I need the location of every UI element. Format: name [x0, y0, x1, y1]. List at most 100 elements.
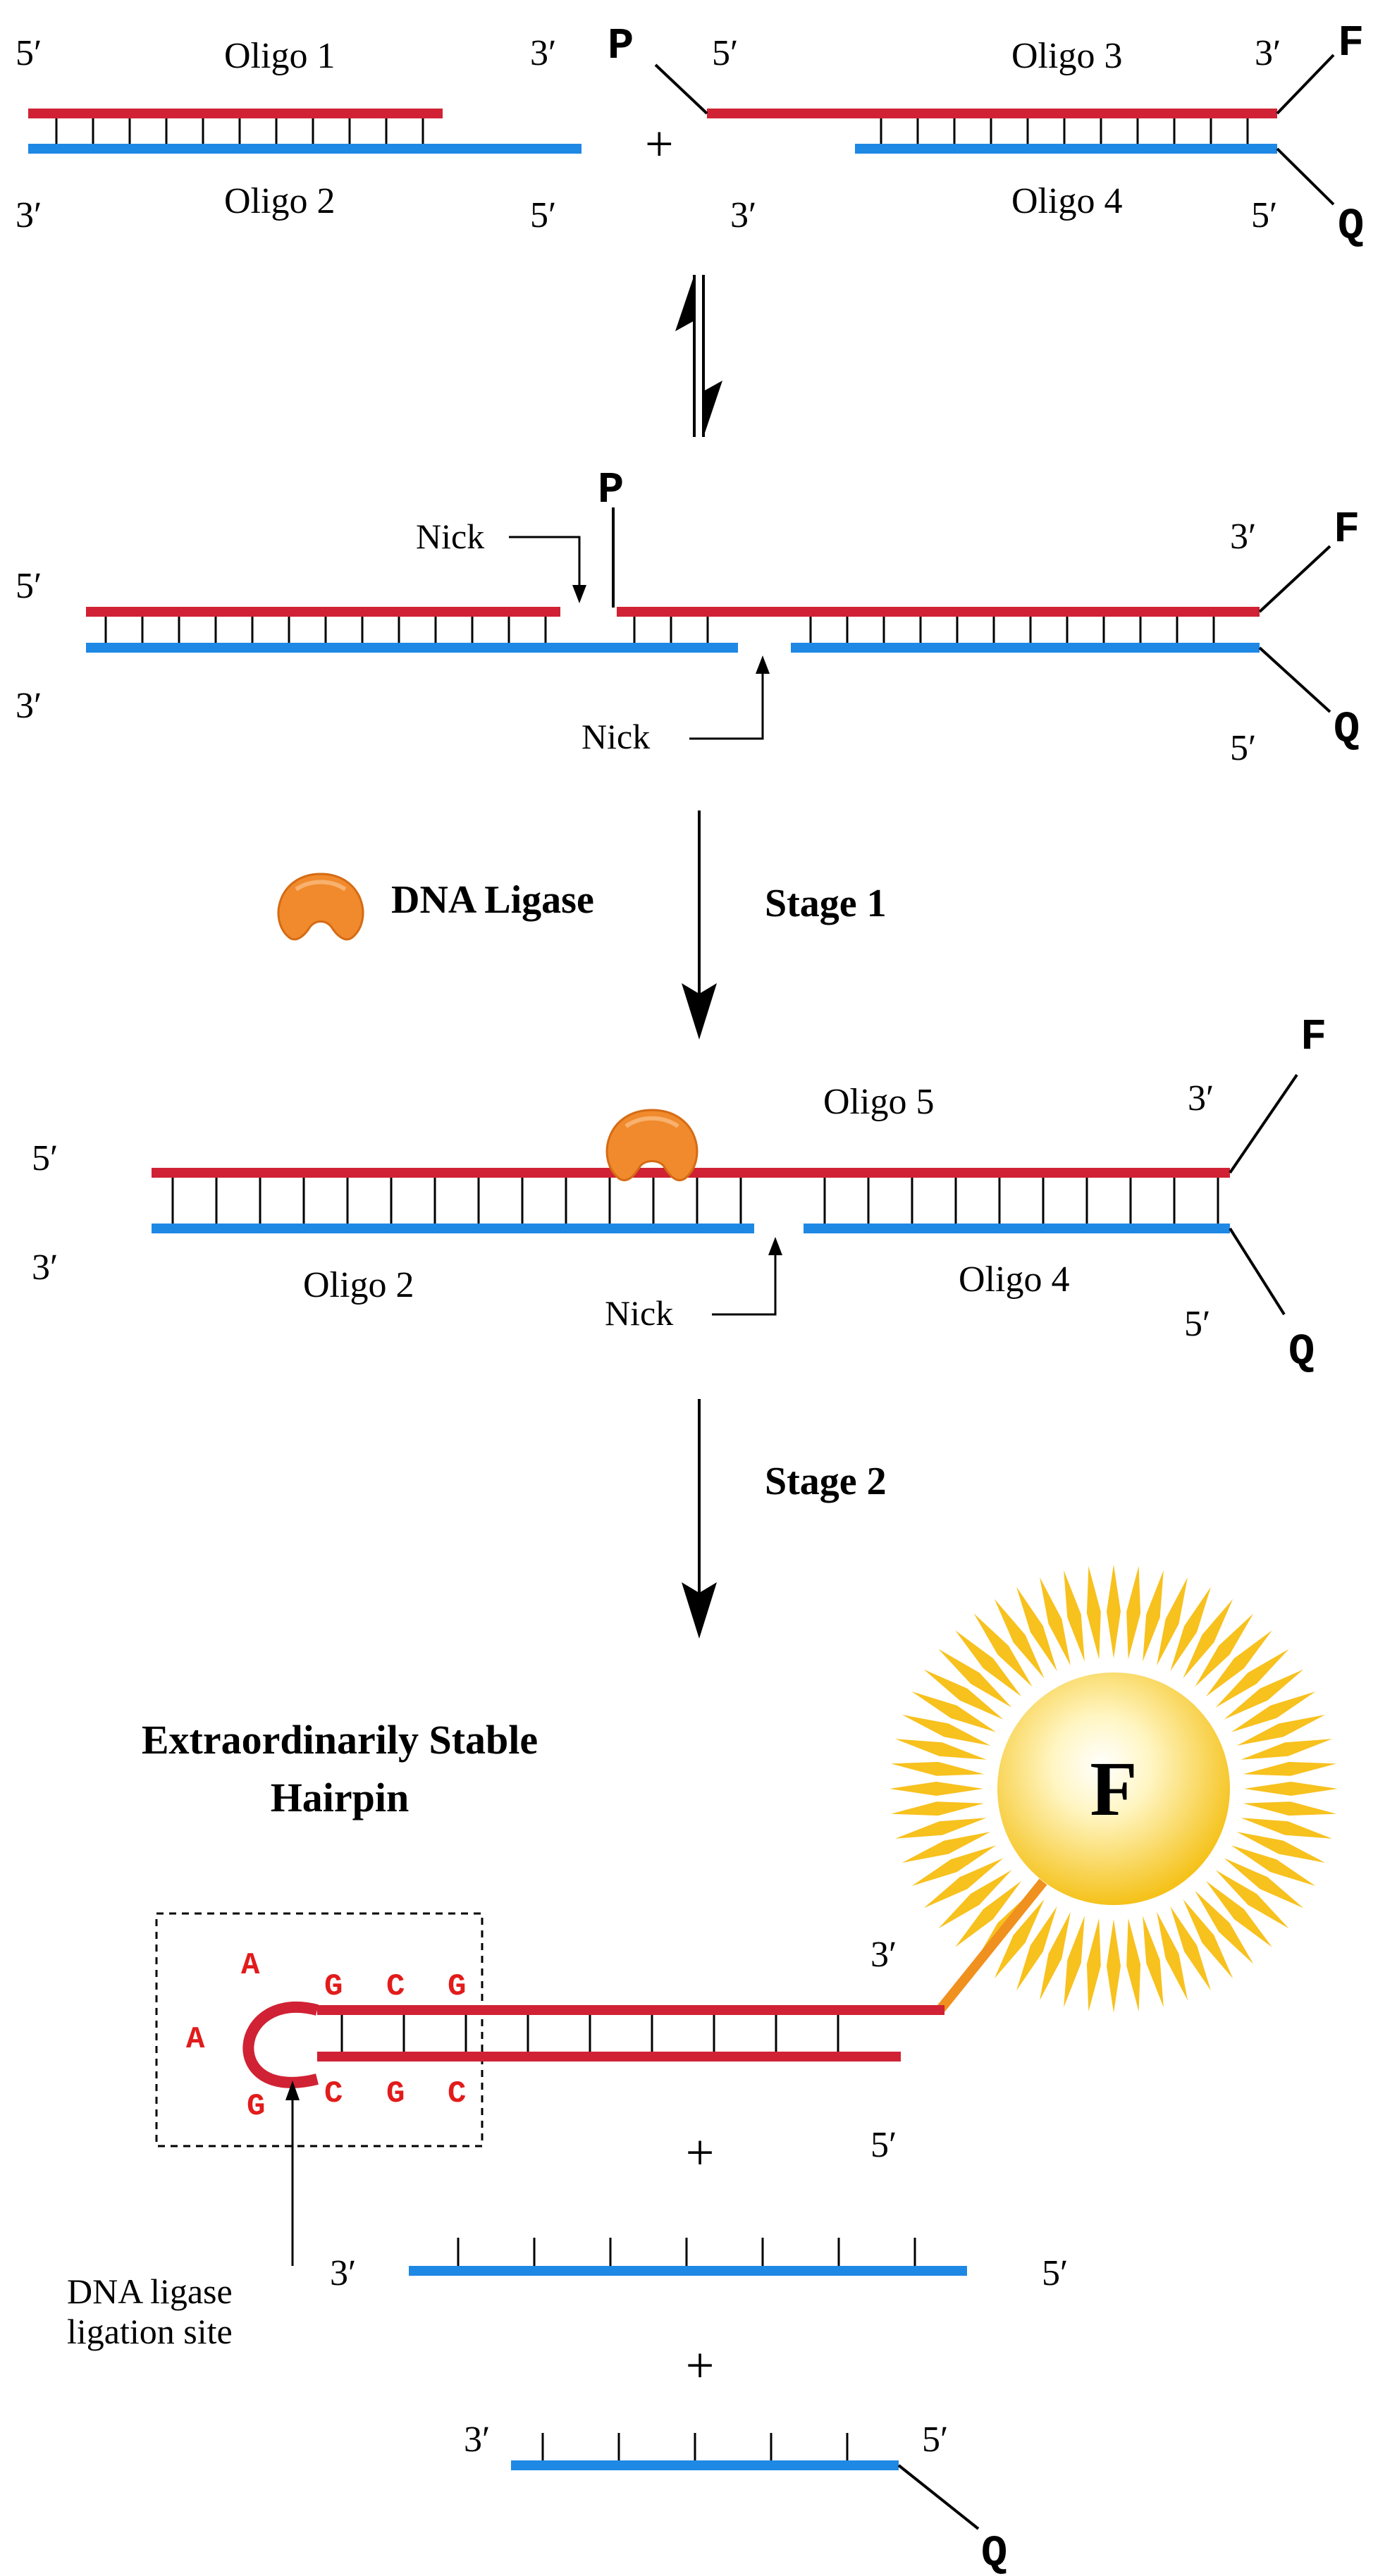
stem-bottom-base-2: G [386, 2076, 405, 2112]
complex-right-3prime: 3′ [1230, 517, 1256, 557]
complex-fluor-label: F [1334, 505, 1360, 555]
fluorescence-rays [890, 1565, 1338, 2013]
ligated-nick-pointer [712, 1251, 777, 1316]
panel-hairpin-result: Extraordinarily Stable Hairpin F A A G G… [67, 1565, 1338, 2576]
ligated-nick-label: Nick [605, 1293, 673, 1333]
stem-top-base-1: G [324, 1969, 343, 2004]
fluorescence-ray [1040, 1911, 1071, 2001]
fluorescence-ray [901, 1832, 991, 1863]
fluorophore-linker [937, 1878, 1047, 2012]
oligo3-3prime: 3′ [1255, 33, 1281, 73]
ligated-fluor-link [1229, 1073, 1298, 1174]
ligated-right-3prime: 3′ [1188, 1078, 1214, 1118]
hairpin-title-line1: Extraordinarily Stable [142, 1717, 538, 1763]
quencher-label: Q [1338, 202, 1364, 252]
nick-top-arrowhead [572, 585, 586, 603]
oligo1-label: Oligo 1 [224, 36, 335, 76]
fluorescence-ray [1016, 1586, 1057, 1672]
nick-bottom-label: Nick [581, 717, 650, 756]
fluorescence-ray [1205, 1880, 1272, 1947]
fluorescence-ray [1086, 1918, 1101, 2011]
fluorophore-sun [997, 1672, 1230, 1905]
complex-fluor-link [1258, 545, 1331, 613]
fluorescence-ray [1195, 1890, 1254, 1964]
ligated-oligo4-label: Oligo 4 [959, 1259, 1069, 1300]
plus-sign-2: + [686, 2337, 715, 2393]
ligated-quencher-link [1229, 1227, 1286, 1316]
fluorescence-ray [1215, 1648, 1289, 1708]
ligated-fluor-label: F [1300, 1012, 1327, 1062]
panel-annealed-complex: 5′ 3′ Nick P Nick 3′ 5′ F Q [16, 465, 1360, 768]
fluorescence-ray [1157, 1577, 1188, 1666]
fluorescence-ray [994, 1899, 1045, 1979]
fluorescence-ray [1064, 1570, 1085, 1662]
annealed-base-pairs [104, 615, 1215, 644]
oligo2-5prime: 5′ [530, 195, 556, 235]
ligase-bound-icon [605, 1109, 698, 1182]
left-duplex-base-pairs [55, 117, 424, 145]
fluorescence-ray [955, 1630, 1022, 1697]
stem-top-base-2: C [386, 1969, 405, 2004]
fluorescence-ray [891, 1761, 985, 1776]
stage2-label: Stage 2 [765, 1460, 887, 1503]
ligated-nick-arrowhead [768, 1237, 782, 1255]
fluorescence-ray [1040, 1577, 1071, 1666]
fluorescence-ray [923, 1669, 1004, 1720]
nick-top-pointer [509, 536, 581, 591]
fluorescence-ray [1195, 1613, 1254, 1687]
fluorescence-ray [890, 1782, 983, 1796]
fluorescence-ray [938, 1648, 1012, 1708]
ligated-quencher-label: Q [1288, 1327, 1315, 1377]
strand1-3prime: 3′ [330, 2253, 356, 2293]
fluorescence-ray [1224, 1669, 1304, 1720]
fluorescence-ray [1107, 1565, 1121, 1658]
oligo3-5prime: 5′ [712, 33, 738, 73]
hairpin-loop [242, 2001, 319, 2088]
fluorophore-big-label: F [1090, 1746, 1137, 1832]
ligation-site-label-1: DNA ligase [67, 2272, 233, 2311]
fluorescence-ray [1107, 1919, 1121, 2013]
hairpin-title-line2: Hairpin [271, 1775, 410, 1820]
fluorescence-ray [1236, 1715, 1326, 1746]
fluorescence-ray [1205, 1630, 1272, 1697]
ligation-site-box [155, 1912, 484, 2147]
fluorescence-ray [1241, 1818, 1332, 1839]
fluorescence-ray [1143, 1570, 1164, 1662]
quencher-link [1276, 147, 1335, 206]
plus-sign-1: + [686, 2124, 715, 2181]
fluorescence-ray [1231, 1691, 1316, 1732]
fluorescence-ray [973, 1613, 1033, 1687]
fluorescence-ray [955, 1880, 1022, 1947]
strand2-3prime: 3′ [464, 2420, 490, 2460]
plus-sign: + [645, 116, 674, 172]
fluorescence-ray [901, 1715, 991, 1746]
fluorescence-ray [1241, 1739, 1332, 1760]
ligation-site-label-2: ligation site [67, 2312, 233, 2351]
fluorescence-ray [895, 1818, 987, 1839]
loop-base-1: A [241, 1948, 260, 1983]
released-strand2-bases [541, 2433, 849, 2461]
complex-right-5prime: 5′ [1230, 728, 1256, 768]
oligo4-3prime: 3′ [730, 195, 756, 235]
strand1-5prime: 5′ [1042, 2253, 1068, 2293]
fluorescence-ray [1016, 1906, 1057, 1991]
fluorophore-label: F [1338, 18, 1364, 68]
panel-ligated-oligo5: 5′ 3′ Oligo 5 Oligo 2 Oligo 4 Nick 3′ 5′… [32, 1012, 1327, 1377]
ligated-3prime: 3′ [32, 1247, 58, 1288]
ligation-site-arrowhead [285, 2081, 300, 2100]
ligase-icon [277, 873, 364, 941]
panel-oligo-pairs: 5′ Oligo 1 3′ 3′ Oligo 2 5′ + P 5′ Oligo… [16, 18, 1364, 252]
fluorescence-ray [895, 1739, 987, 1760]
ligated-5prime: 5′ [32, 1138, 58, 1178]
fluorescence-ray [1244, 1782, 1338, 1796]
hairpin-5prime: 5′ [870, 2125, 897, 2165]
fluorescence-ray [1064, 1916, 1085, 2007]
oligo1-5prime: 5′ [16, 33, 42, 73]
fluorescence-ray [1231, 1845, 1316, 1886]
fluorescence-ray [1170, 1586, 1211, 1672]
strand2-quencher-label: Q [981, 2529, 1007, 2576]
nick-bottom-pointer [689, 670, 764, 740]
phosphate-label: P [608, 21, 634, 71]
equilibrium-arrow [675, 275, 722, 437]
